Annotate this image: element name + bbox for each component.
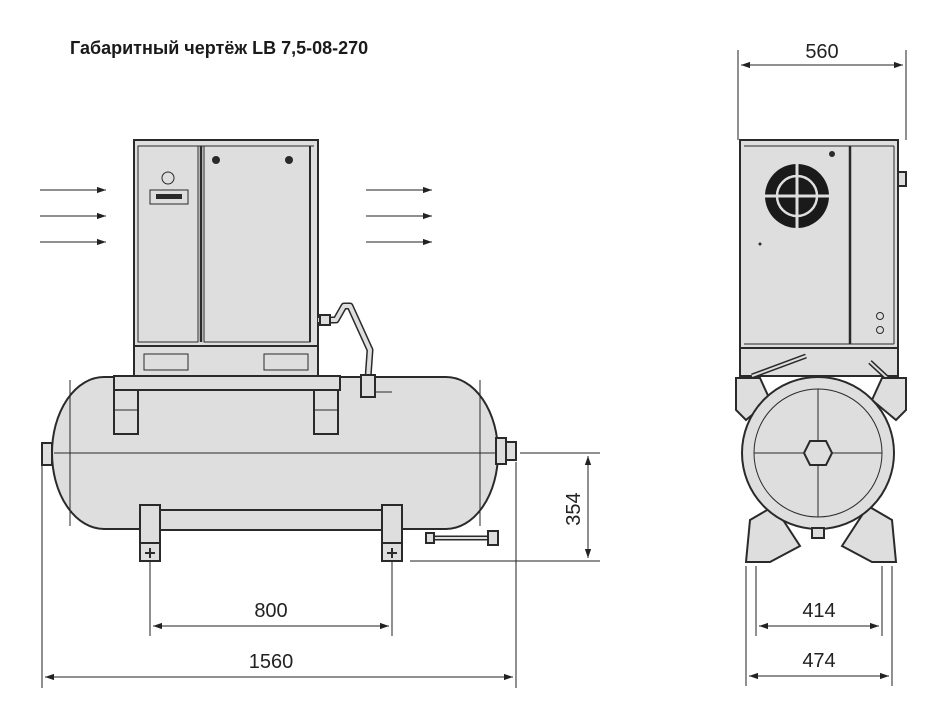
dimension-label-354: 354 (563, 492, 585, 525)
dimension-width-474: 474 (745, 566, 893, 686)
page-title: Габаритный чертёж LB 7,5-08-270 (70, 38, 369, 58)
dimension-height-354: 354 (410, 452, 600, 562)
compressor-cabinet-side (133, 139, 319, 377)
airflow-in-arrows (40, 186, 106, 246)
air-tank-front (741, 376, 895, 539)
dimension-width-560: 560 (737, 41, 907, 140)
dimension-width-414: 414 (755, 566, 883, 636)
dimension-label-474: 474 (802, 650, 835, 672)
mounting-plate (113, 375, 341, 391)
bracket-right (313, 389, 339, 435)
bracket-left (113, 389, 139, 435)
dimension-label-560: 560 (805, 41, 838, 63)
feet-rail (141, 509, 401, 531)
dimension-length-1560: 1560 (41, 462, 517, 688)
dimension-label-800: 800 (254, 600, 287, 622)
front-view: 560 (735, 41, 907, 686)
foot-right (381, 504, 403, 562)
dimension-label-414: 414 (802, 600, 835, 622)
side-view: 354 800 1560 (40, 139, 600, 688)
airflow-out-arrows (366, 186, 432, 246)
dimension-label-1560: 1560 (249, 651, 294, 673)
compressor-cabinet-front (739, 139, 907, 349)
fan-grille (765, 164, 829, 228)
discharge-hose (318, 302, 392, 398)
foot-left (139, 504, 161, 562)
drain-valve (425, 530, 499, 546)
dimension-feet-800: 800 (149, 562, 393, 636)
